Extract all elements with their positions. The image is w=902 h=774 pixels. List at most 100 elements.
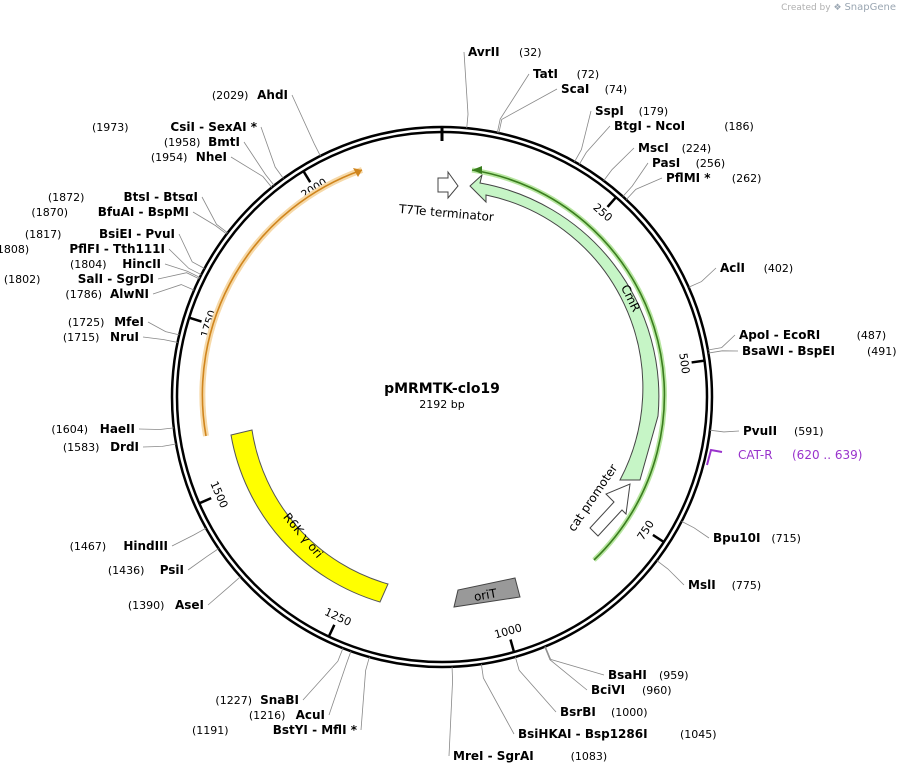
enzyme-leader-line — [574, 110, 592, 162]
feature-cat-promoter[interactable]: cat promoter — [565, 461, 631, 537]
enzyme-site[interactable]: BtsI - BtsαI(1872) — [48, 190, 198, 204]
enzyme-site[interactable]: NruI(1715) — [63, 330, 139, 344]
feature-cmr[interactable]: CmR — [469, 173, 660, 481]
enzyme-position: (1227) — [215, 694, 252, 707]
enzyme-name: PasI — [652, 156, 680, 170]
enzyme-name: SalI - SgrDI — [78, 272, 154, 286]
enzyme-site[interactable]: HindIII(1467) — [70, 539, 168, 553]
enzyme-leader-line — [187, 548, 219, 571]
enzyme-name: HindIII — [123, 539, 168, 553]
enzyme-site[interactable]: HincII(1804) — [70, 257, 161, 271]
enzyme-labels: AvrII(32) TatI(72)ScaI(74) SspI(179)BtgI -… — [0, 45, 897, 763]
enzyme-site[interactable]: BmtI(1958) — [164, 135, 240, 149]
enzyme-position: (1802) — [4, 273, 41, 286]
enzyme-name: BsiHKAI - Bsp1286I — [518, 727, 648, 741]
primer-cat-r[interactable]: CAT-R (620 .. 639) — [706, 448, 862, 466]
enzyme-position: (402) — [764, 262, 794, 275]
enzyme-name: ApoI - EcoRI — [739, 328, 820, 342]
enzyme-name: DrdI — [110, 440, 139, 454]
enzyme-leader-line — [164, 263, 201, 278]
enzyme-site[interactable]: HaeII(1604) — [51, 422, 135, 436]
enzyme-leader-line — [622, 162, 649, 197]
feature-orit[interactable]: oriT — [453, 577, 521, 608]
enzyme-site[interactable]: PsiI(1436) — [108, 563, 184, 577]
enzyme-name: MreI - SgrAI — [453, 749, 534, 763]
enzyme-site[interactable]: TatI(72) — [533, 67, 599, 81]
enzyme-name: BsaWI - BspEI — [742, 344, 835, 358]
enzyme-site[interactable]: BsaHI(959) — [608, 668, 689, 682]
enzyme-leader-line — [707, 334, 736, 351]
enzyme-site[interactable]: PvuII(591) — [743, 424, 824, 438]
enzyme-position: (1973) — [92, 121, 129, 134]
enzyme-leader-line — [544, 646, 605, 676]
enzyme-name: BsrBI — [560, 705, 596, 719]
enzyme-position: (74) — [605, 83, 628, 96]
tick-label: 1250 — [323, 605, 354, 629]
tick-label: 500 — [676, 352, 692, 375]
enzyme-site[interactable]: BsaWI - BspEI (491) — [742, 344, 897, 358]
enzyme-site[interactable]: AcuI(1216) — [249, 708, 325, 722]
enzyme-site[interactable]: BsiEI - PvuI(1817) — [25, 227, 175, 241]
tick-1000 — [509, 639, 516, 653]
enzyme-site[interactable]: PasI(256) — [652, 156, 725, 170]
enzyme-site[interactable]: AlwNI(1786) — [65, 287, 149, 301]
enzyme-position: (1786) — [65, 288, 102, 301]
enzyme-site[interactable]: SnaBI(1227) — [215, 693, 299, 707]
enzyme-site[interactable]: ApoI - EcoRI(487) — [739, 328, 886, 342]
enzyme-position: (1817) — [25, 228, 62, 241]
enzyme-name: BstYI - MflI * — [273, 723, 358, 737]
enzyme-name: MfeI — [114, 315, 144, 329]
enzyme-leader-line — [708, 350, 739, 354]
enzyme-name: HincII — [122, 257, 161, 271]
enzyme-site[interactable]: NheI(1954) — [151, 150, 227, 164]
snapgene-logo-icon: ❖ — [833, 3, 842, 13]
enzyme-position: (1390) — [128, 599, 165, 612]
enzyme-name: PflMI * — [666, 171, 711, 185]
enzyme-site[interactable]: AseI(1390) — [128, 598, 204, 612]
enzyme-site[interactable]: MslI(775) — [688, 578, 761, 592]
enzyme-site[interactable]: ScaI(74) — [561, 82, 627, 96]
enzyme-leader-line — [147, 321, 180, 336]
enzyme-site[interactable]: PflFI - Tth111I(1808) — [0, 242, 165, 256]
plasmid-name: pMRMTK-clo19 — [384, 381, 500, 397]
enzyme-site[interactable]: MreI - SgrAI(1083) — [453, 749, 607, 763]
enzyme-site[interactable]: Bpu10I(715) — [713, 531, 801, 545]
enzyme-position: (72) — [577, 68, 600, 81]
enzyme-site[interactable]: BstYI - MflI *(1191) — [192, 723, 358, 737]
enzyme-position: (491) — [867, 345, 897, 358]
enzyme-site[interactable]: BsiHKAI - Bsp1286I (1045) — [518, 727, 717, 741]
enzyme-site[interactable]: BtgI - NcoI(186) — [614, 119, 754, 133]
enzyme-name: AvrII — [468, 45, 500, 59]
enzyme-site[interactable]: PflMI *(262) — [666, 171, 761, 185]
enzyme-site[interactable]: AvrII(32) — [468, 45, 542, 59]
enzyme-site[interactable]: SspI(179) — [595, 104, 668, 118]
enzyme-site[interactable]: MfeI(1725) — [68, 315, 144, 329]
enzyme-name: BtsI - BtsαI — [123, 190, 198, 204]
enzyme-site[interactable]: DrdI(1583) — [63, 440, 139, 454]
enzyme-site[interactable]: BsrBI(1000) — [560, 705, 648, 719]
enzyme-position: (1045) — [680, 728, 717, 741]
enzyme-site[interactable]: MscI(224) — [638, 141, 711, 155]
enzyme-leader-line — [709, 429, 740, 433]
enzyme-leader-line — [625, 177, 663, 200]
tick-1750 — [188, 316, 202, 323]
enzyme-site[interactable]: AhdI(2029) — [212, 88, 288, 102]
enzyme-position: (224) — [682, 142, 712, 155]
enzyme-leader-line — [152, 284, 195, 295]
enzyme-position: (591) — [794, 425, 824, 438]
enzyme-site[interactable]: AclI(402) — [720, 261, 793, 275]
enzyme-site[interactable]: BciVI(960) — [591, 683, 672, 697]
enzyme-name: BmtI — [208, 135, 240, 149]
enzyme-site[interactable]: SalI - SgrDI (1802) — [4, 272, 154, 286]
primer-name: CAT-R — [738, 448, 773, 462]
enzyme-position: (1715) — [63, 331, 100, 344]
enzyme-name: BtgI - NcoI — [614, 119, 685, 133]
enzyme-leader-lines — [138, 51, 740, 757]
enzyme-leader-line — [138, 427, 174, 430]
enzyme-site[interactable]: CsiI - SexAI *(1973) — [92, 120, 258, 134]
snapgene-credit: Created by ❖ SnapGene — [781, 2, 896, 13]
enzyme-leader-line — [328, 651, 352, 716]
enzyme-site[interactable]: BfuAI - BspMI(1870) — [31, 205, 189, 219]
enzyme-leader-line — [544, 646, 588, 691]
feature-r6k-ori[interactable]: R6K γ ori — [230, 429, 389, 603]
